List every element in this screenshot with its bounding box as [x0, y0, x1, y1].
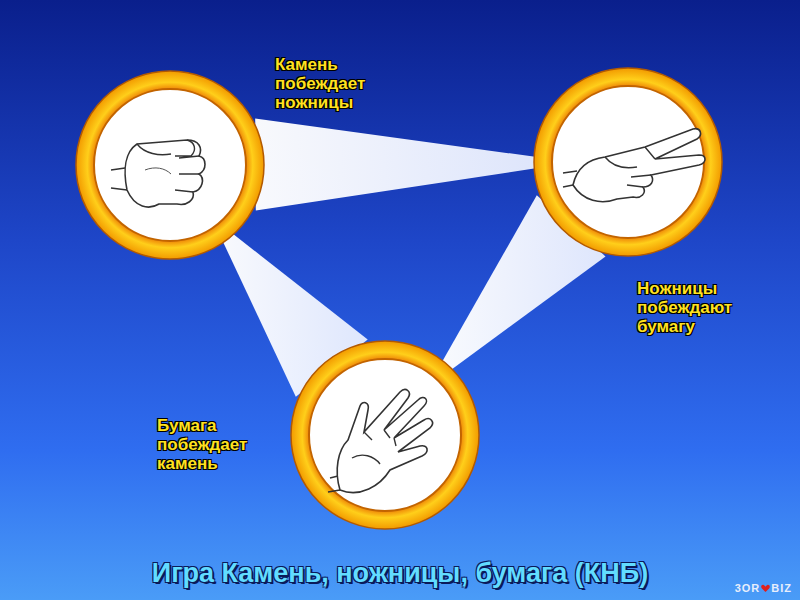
rule-caption: Бумага побеждает камень — [157, 416, 287, 473]
heart-icon — [761, 584, 770, 593]
hand-drawing — [328, 390, 432, 493]
rule-caption: Ножницы побеждают бумагу — [637, 279, 767, 336]
hand-drawing — [111, 140, 205, 207]
hand-circle-node: Ножницы побеждают бумагу — [533, 67, 723, 257]
hand-drawing — [563, 129, 705, 202]
hand-circle — [290, 340, 480, 530]
title: Игра Камень, ножницы, бумага (КНБ) — [0, 558, 800, 589]
hand-circle-node: Бумага побеждает камень — [290, 340, 480, 530]
rule-caption: Камень побеждает ножницы — [275, 55, 405, 112]
light-beam — [255, 118, 540, 210]
hand-circle-node: Камень побеждает ножницы — [75, 70, 265, 260]
hand-circle — [75, 70, 265, 260]
watermark-text: BIZ — [771, 582, 792, 594]
watermark-text: 3OR — [735, 582, 761, 594]
watermark: 3OR BIZ — [735, 582, 792, 594]
hand-circle — [533, 67, 723, 257]
